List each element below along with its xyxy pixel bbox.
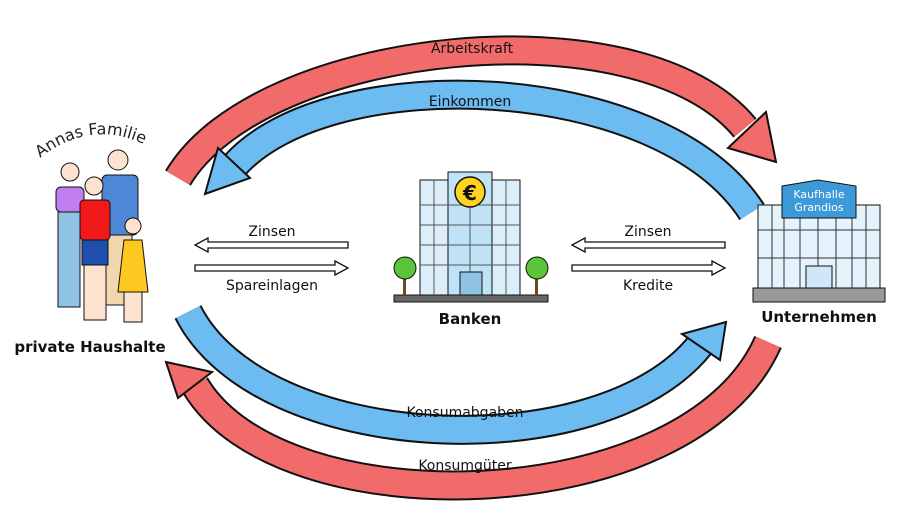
arrow-konsumabgaben [174, 304, 728, 445]
arrow-arbeitskraft [165, 35, 778, 187]
label-arbeitskraft: Arbeitskraft [431, 41, 514, 57]
arrow-kredite [571, 259, 727, 277]
label-konsumgueter: Konsumgüter [418, 458, 512, 474]
label-konsumabgaben: Konsumabgaben [406, 405, 523, 421]
store-building: Kaufhalle Grandios [752, 179, 886, 303]
label-unternehmen: Unternehmen [761, 308, 877, 326]
arrow-konsumgueter [164, 335, 782, 501]
tree-icon [393, 256, 417, 295]
family-title: Annas Familie [31, 119, 149, 161]
label-zinsen-left: Zinsen [248, 224, 295, 240]
label-zinsen-right: Zinsen [624, 224, 671, 240]
label-kredite: Kredite [623, 278, 673, 294]
store-sign-line1: Kaufhalle [793, 188, 844, 201]
store-sign-line2: Grandios [794, 201, 844, 214]
arrow-zinsen-right [570, 236, 726, 254]
arrow-zinsen-left [193, 236, 349, 254]
label-spareinlagen: Spareinlagen [226, 278, 318, 294]
label-einkommen: Einkommen [429, 94, 512, 110]
arrow-spareinlagen [194, 259, 350, 277]
euro-symbol: € [462, 181, 477, 205]
label-banken: Banken [439, 310, 502, 328]
tree-icon [525, 256, 549, 295]
arrow-einkommen [203, 79, 765, 221]
bank-building: € [393, 171, 549, 303]
euro-coin-icon [454, 176, 486, 208]
label-private-haushalte: private Haushalte [14, 338, 165, 356]
family-illustration: Annas Familie [31, 119, 150, 323]
